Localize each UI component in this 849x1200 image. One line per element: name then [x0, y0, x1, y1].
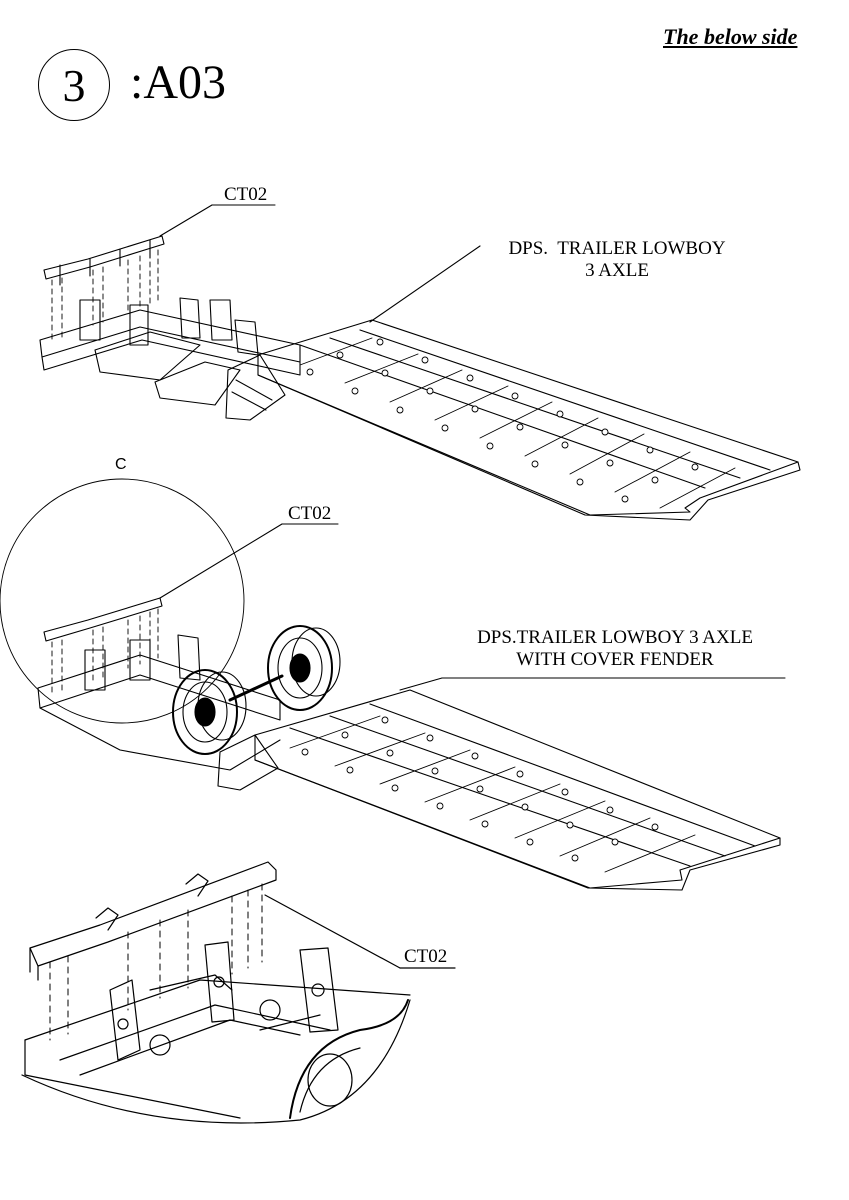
ct02-brackets-3: [29, 861, 277, 967]
detail-view-c: [21, 861, 456, 1124]
ramp-1: [225, 354, 286, 421]
ct02-callout-view2: CT02: [288, 503, 332, 524]
assembly-callout-view1: DPS. TRAILER LOWBOY 3 AXLE: [482, 238, 752, 282]
bracket-upright-2: [204, 941, 235, 1023]
assembly-callout-view2-line1: DPS.TRAILER LOWBOY 3 AXLE: [477, 627, 753, 648]
ct02-brackets-2: [43, 597, 163, 642]
bracket-upright-3: [299, 947, 339, 1033]
detail-clip-arc: [21, 999, 411, 1124]
detail-wheel: [289, 999, 409, 1119]
trailer-view-2: [0, 478, 786, 891]
ramp-2: [217, 734, 279, 791]
assembly-callout-view1-line2: 3 AXLE: [585, 260, 649, 281]
bed-deck-1: [257, 319, 799, 516]
detail-circle: [0, 478, 245, 724]
assembly-callout-view2-line2: WITH COVER FENDER: [516, 649, 714, 670]
side-label: The below side: [663, 24, 798, 49]
step-number: 3: [62, 59, 86, 111]
bed-deck-2: [254, 689, 781, 889]
gooseneck-frame-2: [37, 654, 281, 721]
ct02-brackets-1: [43, 235, 165, 280]
assembly-leader-1: [369, 245, 481, 323]
wheel-right: [267, 625, 341, 711]
trailer-view-1: [39, 204, 801, 521]
assembly-callout-view1-line1: DPS. TRAILER LOWBOY: [508, 238, 726, 259]
wheel-left: [172, 669, 247, 755]
assembly-callout-view2: DPS.TRAILER LOWBOY 3 AXLE WITH COVER FEN…: [440, 627, 790, 671]
step-number-badge: 3: [38, 49, 110, 121]
bracket-upright-1: [109, 979, 141, 1061]
ct02-callout-view3: CT02: [404, 946, 448, 967]
detail-c-marker: C: [115, 456, 127, 473]
ct02-callout-view1: CT02: [224, 184, 268, 205]
assembly-code: :A03: [130, 56, 226, 109]
